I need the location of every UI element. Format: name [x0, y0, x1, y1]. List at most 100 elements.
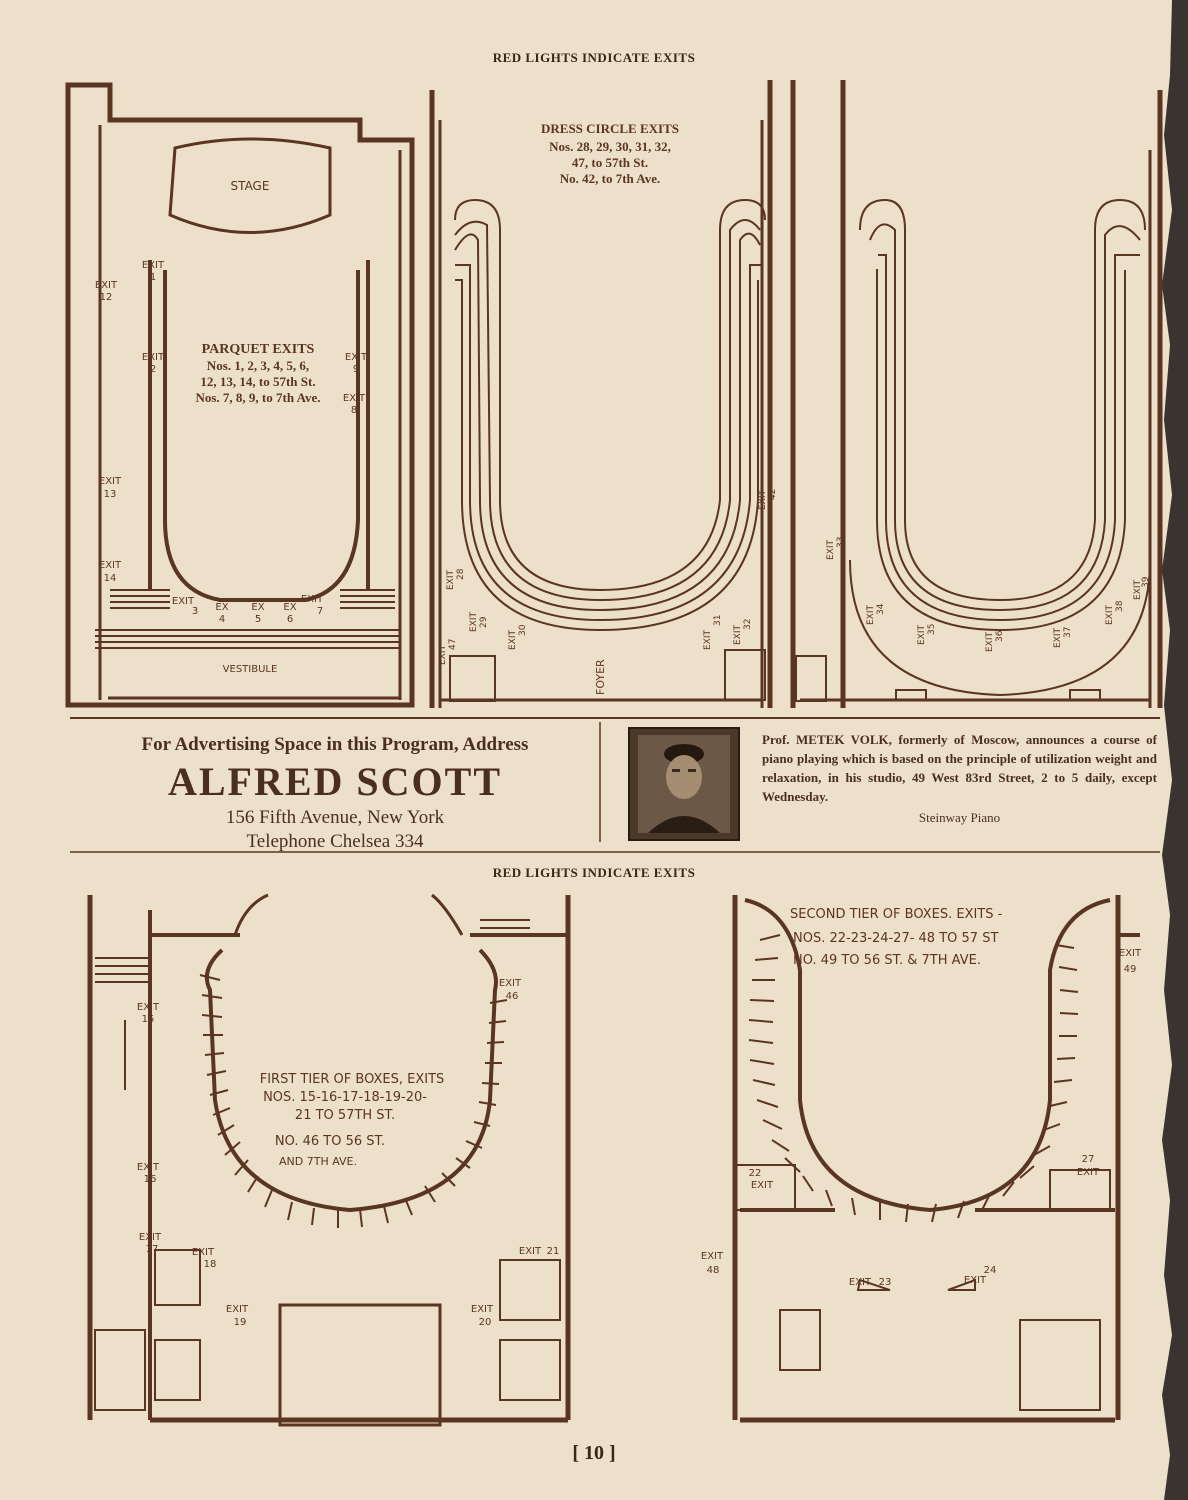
vestibule-label: VESTIBULE: [223, 664, 278, 675]
foyer-label: FOYER: [594, 659, 607, 695]
first-tier-line4: NO. 46 TO 56 ST.: [275, 1134, 385, 1149]
exit-22-word: EXIT: [751, 1180, 774, 1191]
parquet-exits-title: PARQUET EXITS: [202, 342, 315, 357]
exit-36-number: 36: [995, 630, 1005, 642]
exit-22-number: 22: [749, 1168, 762, 1179]
exit-30-word: EXIT: [508, 629, 518, 650]
exit-38-word: EXIT: [1105, 604, 1115, 625]
exit-3-number: 3: [192, 606, 198, 617]
exit-18-number: 18: [204, 1259, 217, 1270]
exit-16-number: 16: [144, 1174, 157, 1185]
exit-23-word: EXIT: [849, 1277, 872, 1288]
exit-49-number: 49: [1124, 964, 1137, 975]
exit-17-word: EXIT: [139, 1232, 162, 1243]
dress-circle-line2: 47, to 57th St.: [572, 155, 648, 170]
exit-13-word: EXIT: [99, 476, 122, 487]
exit-31-word: EXIT: [703, 629, 713, 650]
exit-28-word: EXIT: [446, 569, 456, 590]
exit-24-word: EXIT: [964, 1275, 987, 1286]
exit-33-word: EXIT: [826, 539, 836, 560]
exit-21-number: 21: [547, 1246, 560, 1257]
exit-47-number: 47: [448, 639, 458, 650]
exit-48-number: 48: [707, 1265, 720, 1276]
volk-prefix: Prof.: [762, 732, 790, 747]
exit-30-number: 30: [518, 624, 528, 636]
advertising-line: For Advertising Space in this Program, A…: [141, 734, 529, 755]
exit-16-word: EXIT: [137, 1162, 160, 1173]
exit-24-number: 24: [984, 1265, 997, 1276]
exit-8-number: 8: [351, 405, 357, 416]
exit-19-word: EXIT: [226, 1304, 249, 1315]
exit-14-word: EXIT: [99, 560, 122, 571]
exit-15-word: EXIT: [137, 1002, 160, 1013]
exit-5-word: EX: [251, 602, 264, 613]
first-tier-line3: 21 TO 57TH ST.: [295, 1108, 395, 1123]
exit-18-word: EXIT: [192, 1247, 215, 1258]
second-tier-line3: NO. 49 TO 56 ST. & 7TH AVE.: [793, 953, 981, 968]
exit-48-word: EXIT: [701, 1251, 724, 1262]
exit-23-number: 23: [879, 1277, 892, 1288]
exit-29-word: EXIT: [469, 611, 479, 632]
exit-47-word: EXIT: [438, 644, 448, 665]
exit-33-number: 33: [836, 537, 846, 548]
exit-32-word: EXIT: [733, 624, 743, 645]
exit-17-number: 17: [146, 1244, 159, 1255]
exit-37-number: 37: [1063, 627, 1073, 638]
exit-5-number: 5: [255, 614, 261, 625]
advertiser-address: 156 Fifth Avenue, New York: [225, 807, 445, 828]
exit-6-number: 6: [287, 614, 293, 625]
bottom-floor-plans: FIRST TIER OF BOXES, EXITS NOS. 15-16-17…: [87, 893, 1142, 1427]
dress-circle-line1: Nos. 28, 29, 30, 31, 32,: [549, 139, 671, 154]
exit-36-word: EXIT: [985, 631, 995, 652]
exit-20-word: EXIT: [471, 1304, 494, 1315]
exit-4-word: EX: [215, 602, 228, 613]
second-tier-line2: NOS. 22-23-24-27- 48 TO 57 ST: [793, 931, 998, 946]
exit-35-word: EXIT: [917, 624, 927, 645]
exit-34-number: 34: [876, 603, 886, 615]
first-tier-line1: FIRST TIER OF BOXES, EXITS: [260, 1072, 445, 1087]
volk-signature: Steinway Piano: [918, 810, 1001, 825]
exit-7-word: EXIT: [301, 594, 324, 605]
exit-37-word: EXIT: [1053, 627, 1063, 648]
exit-14-number: 14: [104, 573, 117, 584]
volk-body: formerly of Moscow, announces a course o…: [762, 732, 1158, 804]
advertiser-phone: Telephone Chelsea 334: [246, 831, 424, 852]
second-tier-line1: SECOND TIER OF BOXES. EXITS -: [790, 907, 1003, 922]
banner-middle: RED LIGHTS INDICATE EXITS: [492, 865, 696, 880]
advertiser-name: ALFRED SCOTT: [167, 759, 503, 804]
exit-27-number: 27: [1082, 1154, 1095, 1165]
stage-label: STAGE: [231, 179, 270, 193]
exit-13-number: 13: [104, 489, 117, 500]
exit-46-number: 46: [506, 991, 519, 1002]
parquet-exits-line1: Nos. 1, 2, 3, 4, 5, 6,: [207, 358, 309, 373]
exit-20-number: 20: [479, 1317, 492, 1328]
exit-32-number: 32: [743, 619, 753, 630]
exit-46-word: EXIT: [499, 978, 522, 989]
exit-31-number: 31: [713, 615, 723, 626]
exit-8-word: EXIT: [343, 393, 366, 404]
ad-strip-rules: [70, 717, 1160, 853]
first-tier-line2: NOS. 15-16-17-18-19-20-: [263, 1090, 427, 1105]
exit-19-number: 19: [234, 1317, 247, 1328]
exit-2-word: EXIT: [142, 352, 165, 363]
exit-27-word: EXIT: [1077, 1167, 1100, 1178]
volk-name: METEK VOLK,: [796, 732, 892, 747]
exit-42-word: EXIT: [758, 489, 768, 510]
advertising-ad: For Advertising Space in this Program, A…: [70, 730, 600, 853]
volk-ad: Prof. METEK VOLK, formerly of Moscow, an…: [762, 730, 1157, 827]
parquet-exits-line2: 12, 13, 14, to 57th St.: [200, 374, 315, 389]
top-floor-plans: STAGE VESTIBULE PARQUET EXITS Nos. 1, 2,…: [65, 80, 1163, 708]
exit-12-number: 12: [100, 292, 113, 303]
exit-2-number: 2: [150, 364, 156, 375]
exit-4-number: 4: [219, 614, 225, 625]
banner-top: RED LIGHTS INDICATE EXITS: [492, 50, 696, 65]
exit-9-number: 9: [353, 364, 359, 375]
dress-circle-title: DRESS CIRCLE EXITS: [541, 121, 679, 136]
exit-3-word: EXIT: [172, 596, 195, 607]
exit-21-word: EXIT: [519, 1246, 542, 1257]
portrait-photo: [628, 727, 740, 841]
exit-49-word: EXIT: [1119, 948, 1142, 959]
exit-39-number: 39: [1141, 576, 1151, 588]
exit-12-word: EXIT: [95, 280, 118, 291]
exit-34-word: EXIT: [866, 604, 876, 625]
